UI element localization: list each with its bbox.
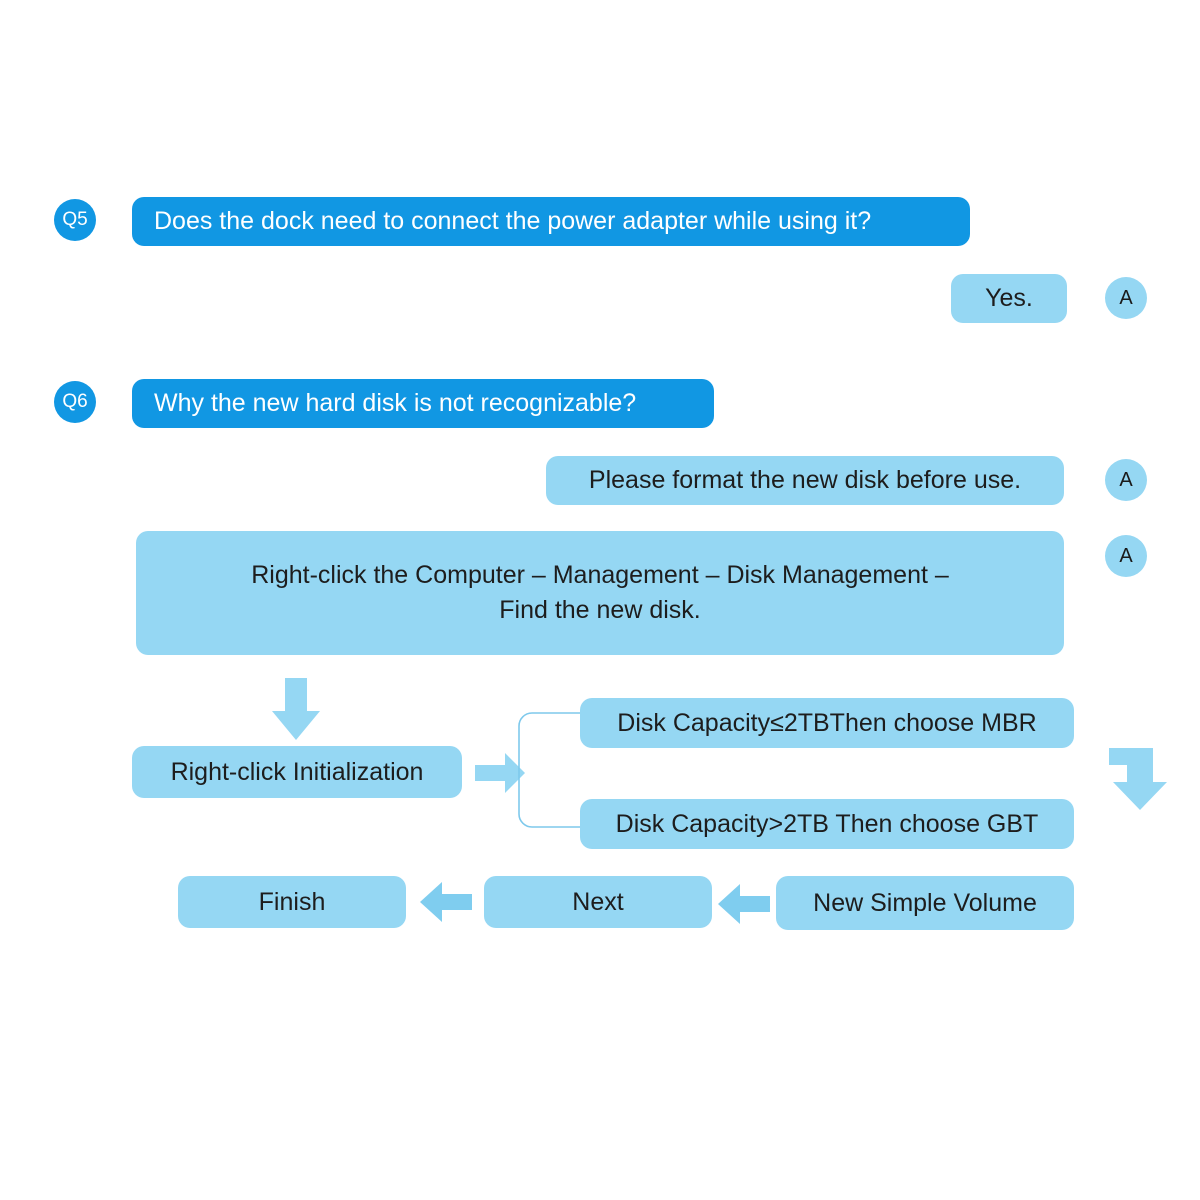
- answer-bubble-q6-1: Please format the new disk before use.: [546, 456, 1064, 505]
- flow-box-initialization[interactable]: Right-click Initialization: [132, 746, 462, 798]
- elbow-down-arrow-icon: [1109, 748, 1171, 810]
- answer-badge-q6-2: A: [1105, 535, 1147, 577]
- right-arrow-icon: [475, 753, 525, 793]
- left-arrow-icon-volume-to-next: [718, 884, 770, 924]
- branch-bracket-icon: [518, 712, 582, 828]
- down-arrow-icon: [272, 678, 320, 740]
- flow-box-new-simple-volume[interactable]: New Simple Volume: [776, 876, 1074, 930]
- question-bubble-q5: Does the dock need to connect the power …: [132, 197, 970, 246]
- left-arrow-icon-next-to-finish: [420, 882, 472, 922]
- question-bubble-q6: Why the new hard disk is not recognizabl…: [132, 379, 714, 428]
- flow-box-next[interactable]: Next: [484, 876, 712, 928]
- answer-badge-q5-1: A: [1105, 277, 1147, 319]
- answer-bubble-q6-2: Right-click the Computer – Management – …: [136, 531, 1064, 655]
- question-badge-q5: Q5: [54, 199, 96, 241]
- flow-box-capacity-gt-2tb[interactable]: Disk Capacity>2TB Then choose GBT: [580, 799, 1074, 849]
- answer-bubble-q5-1: Yes.: [951, 274, 1067, 323]
- flow-box-finish[interactable]: Finish: [178, 876, 406, 928]
- answer-badge-q6-1: A: [1105, 459, 1147, 501]
- flow-box-capacity-le-2tb[interactable]: Disk Capacity≤2TBThen choose MBR: [580, 698, 1074, 748]
- question-badge-q6: Q6: [54, 381, 96, 423]
